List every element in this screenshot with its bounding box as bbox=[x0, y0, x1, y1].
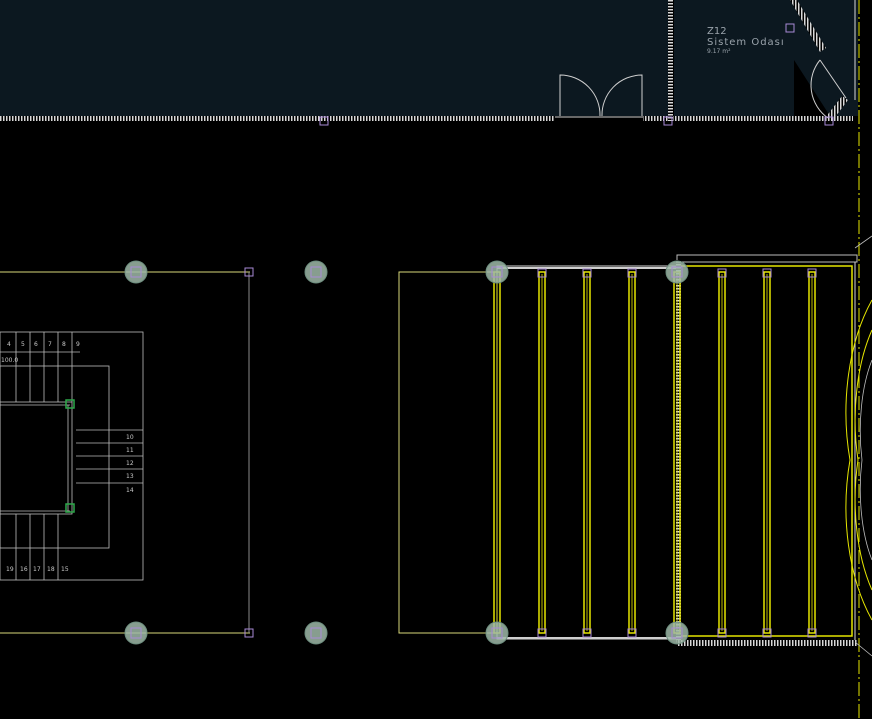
marker-icon[interactable] bbox=[717, 628, 727, 638]
column-icon[interactable] bbox=[124, 621, 148, 645]
opening-outline bbox=[398, 271, 498, 634]
stair-number: 7 bbox=[48, 341, 52, 348]
partition-wall bbox=[668, 0, 673, 121]
stair-number: 14 bbox=[126, 487, 134, 494]
grip-icon[interactable] bbox=[65, 399, 75, 409]
stair-number: 9 bbox=[76, 341, 80, 348]
upper-room-area: Z12 Sistem Odası 9.17 m² bbox=[0, 0, 858, 126]
marker-icon[interactable] bbox=[627, 628, 637, 638]
marker-icon[interactable] bbox=[627, 268, 637, 278]
column-icon[interactable] bbox=[304, 621, 328, 645]
diagonal-wall-lower bbox=[825, 96, 848, 121]
marker-icon[interactable] bbox=[310, 627, 322, 639]
marker-icon[interactable] bbox=[762, 628, 772, 638]
marker-icon[interactable] bbox=[785, 23, 795, 33]
door-swing-icon[interactable] bbox=[810, 59, 847, 119]
column-group bbox=[124, 260, 689, 645]
beam[interactable] bbox=[628, 271, 636, 634]
marker-icon[interactable] bbox=[807, 628, 817, 638]
column-icon[interactable] bbox=[665, 260, 689, 284]
room-code: Z12 bbox=[707, 26, 727, 37]
beam-bay bbox=[496, 254, 858, 646]
column-icon[interactable] bbox=[485, 260, 509, 284]
curved-stair-fragment bbox=[854, 235, 872, 657]
room-name: Sistem Odası bbox=[707, 37, 785, 48]
beam[interactable] bbox=[763, 271, 771, 634]
stair-number: 17 bbox=[33, 566, 41, 573]
marker-icon[interactable] bbox=[491, 266, 503, 278]
marker-icon[interactable] bbox=[663, 116, 673, 126]
stair-number: 12 bbox=[126, 460, 134, 467]
marker-icon[interactable] bbox=[537, 628, 547, 638]
room-area: 9.17 m² bbox=[707, 48, 731, 55]
beam-group bbox=[493, 268, 817, 638]
marker-icon[interactable] bbox=[491, 627, 503, 639]
stair-number: 6 bbox=[34, 341, 38, 348]
stair-number: 16 bbox=[20, 566, 28, 573]
beam[interactable] bbox=[583, 271, 591, 634]
stair-level-label: 100.0 bbox=[1, 357, 18, 364]
marker-icon[interactable] bbox=[582, 268, 592, 278]
column-icon[interactable] bbox=[124, 260, 148, 284]
stair-number: 15 bbox=[61, 566, 69, 573]
diagonal-wall bbox=[790, 0, 826, 52]
stair-number: 4 bbox=[7, 341, 11, 348]
stair-bay: 4 5 6 7 8 9 100.0 10 11 12 13 14 19 16 1… bbox=[0, 267, 254, 638]
beam[interactable] bbox=[538, 271, 546, 634]
stair-number: 11 bbox=[126, 447, 134, 454]
marker-icon[interactable] bbox=[824, 116, 834, 126]
marker-icon[interactable] bbox=[130, 266, 142, 278]
stair-number: 19 bbox=[6, 566, 14, 573]
column-icon[interactable] bbox=[304, 260, 328, 284]
marker-icon[interactable] bbox=[319, 116, 329, 126]
grip-icon[interactable] bbox=[65, 503, 75, 513]
stair-number: 8 bbox=[62, 341, 66, 348]
marker-icon[interactable] bbox=[717, 268, 727, 278]
marker-icon[interactable] bbox=[807, 268, 817, 278]
stair-number: 10 bbox=[126, 434, 134, 441]
column-icon[interactable] bbox=[485, 621, 509, 645]
column-icon[interactable] bbox=[665, 621, 689, 645]
curved-stair-fragment bbox=[845, 299, 872, 621]
marker-icon[interactable] bbox=[130, 627, 142, 639]
marker-icon[interactable] bbox=[582, 628, 592, 638]
beam[interactable] bbox=[808, 271, 816, 634]
stair-number: 5 bbox=[21, 341, 25, 348]
stair-number: 18 bbox=[47, 566, 55, 573]
beam[interactable] bbox=[718, 271, 726, 634]
marker-icon[interactable] bbox=[671, 627, 683, 639]
stair-number: 13 bbox=[126, 473, 134, 480]
wall-upper-right bbox=[643, 116, 853, 121]
double-door-icon[interactable] bbox=[555, 74, 643, 118]
marker-icon[interactable] bbox=[310, 266, 322, 278]
marker-icon[interactable] bbox=[244, 267, 254, 277]
marker-icon[interactable] bbox=[244, 628, 254, 638]
wall-upper-left bbox=[0, 116, 555, 121]
marker-icon[interactable] bbox=[762, 268, 772, 278]
marker-icon[interactable] bbox=[537, 268, 547, 278]
marker-icon[interactable] bbox=[671, 266, 683, 278]
